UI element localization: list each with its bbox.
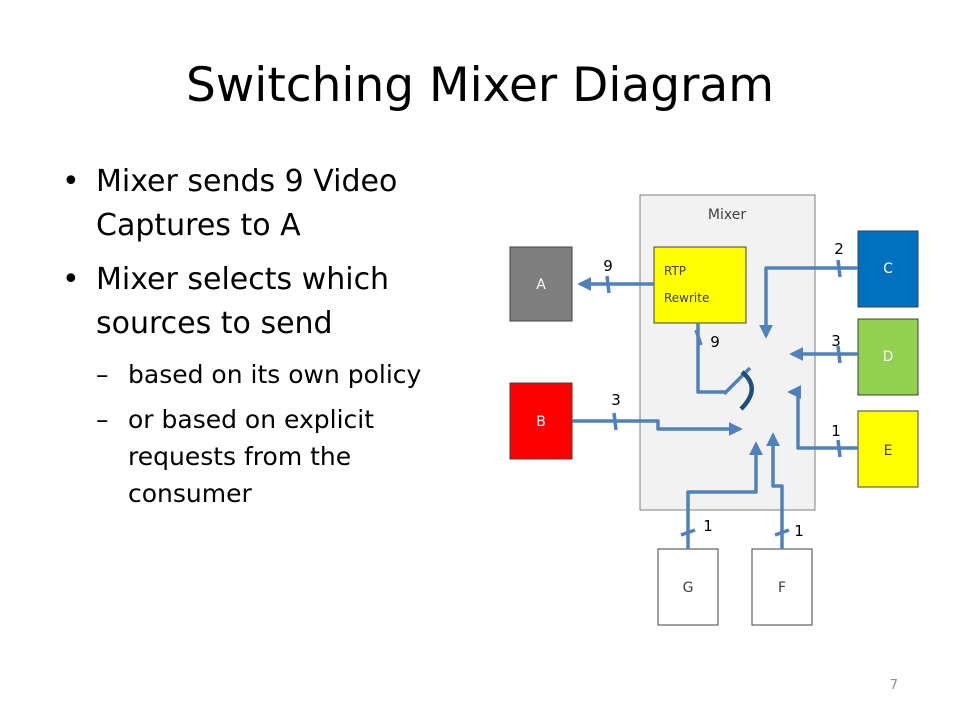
count-g-in: 1 bbox=[703, 517, 713, 535]
link-from-e bbox=[787, 385, 858, 450]
node-c-label: C bbox=[883, 261, 893, 277]
node-f-box bbox=[751, 548, 813, 626]
tick-f bbox=[774, 528, 790, 537]
tick-g bbox=[680, 528, 696, 537]
count-a-out: 9 bbox=[603, 257, 613, 275]
count-e-in: 1 bbox=[831, 422, 841, 440]
tick-a bbox=[605, 275, 611, 294]
bullet-text: Mixer sends 9 Video Captures to A bbox=[96, 164, 398, 243]
sub-bullet-item: –or based on explicit requests from the … bbox=[62, 401, 462, 512]
bullet-text: Mixer selects which sources to send bbox=[96, 262, 390, 341]
node-a-box bbox=[509, 246, 573, 322]
tick-d bbox=[836, 345, 842, 364]
sub-bullet-item: –based on its own policy bbox=[62, 356, 462, 393]
node-d-label: D bbox=[883, 349, 894, 365]
node-b-label: B bbox=[536, 414, 546, 430]
sub-bullet-text: or based on explicit requests from the c… bbox=[128, 405, 375, 508]
node-g-label: G bbox=[683, 580, 694, 596]
slide-title: Switching Mixer Diagram bbox=[186, 58, 774, 113]
link-from-c bbox=[759, 266, 858, 339]
bullet-item: • Mixer selects which sources to send bbox=[62, 258, 462, 346]
node-c-box bbox=[857, 230, 919, 308]
node-d-box bbox=[857, 318, 919, 396]
count-b-in: 3 bbox=[611, 391, 621, 409]
mixer-label: Mixer bbox=[708, 207, 746, 223]
count-f-in: 1 bbox=[794, 522, 804, 540]
node-a-label: A bbox=[536, 277, 546, 293]
node-e-label: E bbox=[884, 443, 893, 459]
link-from-f bbox=[766, 432, 784, 549]
rtp-rewrite-box bbox=[653, 246, 747, 324]
node-e-box bbox=[857, 410, 919, 488]
bullet-list: • Mixer sends 9 Video Captures to A • Mixe… bbox=[62, 160, 462, 520]
count-d-in: 3 bbox=[831, 332, 841, 350]
count-rtp-in: 9 bbox=[710, 333, 720, 351]
bullet-dot-icon: • bbox=[62, 164, 80, 199]
sub-bullet-text: based on its own policy bbox=[128, 360, 422, 389]
switch-arc bbox=[739, 370, 754, 411]
rtp-label-line2: Rewrite bbox=[664, 291, 709, 305]
tick-b bbox=[612, 412, 618, 431]
link-switch-to-rtp bbox=[696, 323, 726, 394]
bullet-dot-icon: • bbox=[62, 262, 80, 297]
tick-e bbox=[836, 439, 842, 458]
count-c-in: 2 bbox=[834, 240, 844, 258]
node-f-label: F bbox=[778, 580, 786, 596]
tick-c bbox=[836, 259, 842, 278]
node-g-box bbox=[657, 548, 719, 626]
dash-icon: – bbox=[96, 360, 109, 389]
bullet-item: • Mixer sends 9 Video Captures to A bbox=[62, 160, 462, 248]
rtp-label-line1: RTP bbox=[664, 264, 686, 278]
link-from-g bbox=[686, 441, 763, 549]
page-number: 7 bbox=[889, 678, 898, 693]
mixer-box bbox=[639, 194, 816, 511]
tick-rtp-in bbox=[694, 329, 703, 346]
dash-icon: – bbox=[96, 405, 109, 434]
node-b-box bbox=[509, 382, 573, 460]
